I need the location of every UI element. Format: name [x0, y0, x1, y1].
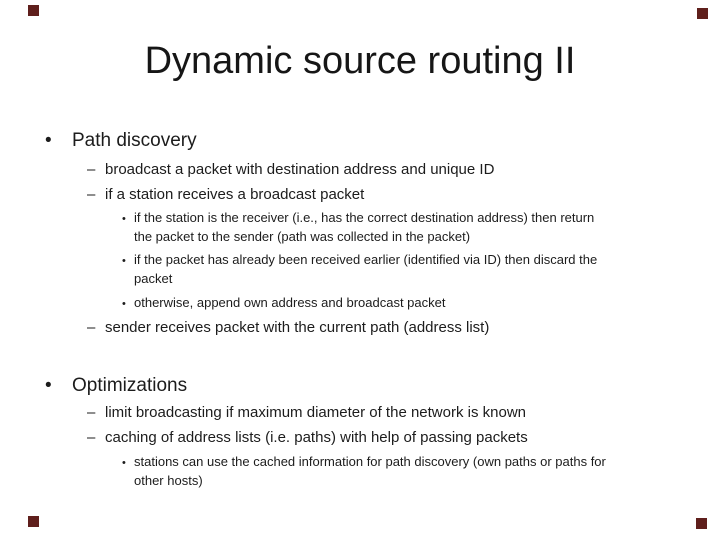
bullet-item-packet-already-received: • if the packet has already been receive…	[122, 250, 597, 288]
item-text-line: the packet to the sender (path was colle…	[134, 229, 471, 244]
dash-icon: –	[87, 319, 96, 336]
item-text: otherwise, append own address and broadc…	[134, 295, 446, 310]
item-text: broadcast a packet with destination addr…	[105, 161, 495, 178]
bullet-item-otherwise-append: • otherwise, append own address and broa…	[122, 293, 445, 314]
item-text-line: if the station is the receiver (i.e., ha…	[134, 210, 595, 225]
bullet-icon: •	[45, 375, 52, 396]
bullet-item-stations-cached-info: • stations can use the cached informatio…	[122, 452, 606, 490]
dash-icon: –	[87, 404, 96, 421]
bullet-icon: •	[122, 457, 126, 469]
dash-icon: –	[87, 429, 96, 446]
bullet-item-path-discovery: • Path discovery	[45, 129, 197, 153]
dash-icon: –	[87, 186, 96, 203]
slide-title: Dynamic source routing II	[144, 40, 576, 82]
item-text-line: packet	[134, 271, 173, 286]
bullet-icon: •	[122, 255, 126, 267]
item-text: sender receives packet with the current …	[105, 319, 490, 336]
item-text: caching of address lists (i.e. paths) wi…	[105, 429, 528, 446]
corner-mark-top-right	[697, 8, 708, 19]
item-text: limit broadcasting if maximum diameter o…	[105, 404, 526, 421]
bullet-item-caching: – caching of address lists (i.e. paths) …	[87, 429, 528, 448]
item-text-line: if the packet has already been received …	[134, 252, 598, 267]
bullet-item-station-receives: – if a station receives a broadcast pack…	[87, 186, 364, 205]
bullet-item-station-is-receiver: • if the station is the receiver (i.e., …	[122, 208, 594, 246]
corner-mark-bottom-left	[28, 516, 39, 527]
bullet-item-broadcast: – broadcast a packet with destination ad…	[87, 161, 494, 180]
dash-icon: –	[87, 161, 96, 178]
bullet-icon: •	[122, 298, 126, 310]
item-text: Path discovery	[72, 130, 197, 151]
item-text: if a station receives a broadcast packet	[105, 186, 365, 203]
corner-mark-top-left	[28, 5, 39, 16]
item-text: Optimizations	[72, 375, 188, 396]
item-text-line: other hosts)	[134, 473, 203, 488]
bullet-icon: •	[45, 130, 52, 151]
item-text-line: stations can use the cached information …	[134, 454, 606, 469]
bullet-icon: •	[122, 213, 126, 225]
bullet-item-optimizations: • Optimizations	[45, 374, 187, 398]
bullet-item-limit-broadcasting: – limit broadcasting if maximum diameter…	[87, 404, 526, 423]
corner-mark-bottom-right	[696, 518, 707, 529]
bullet-item-sender-receives: – sender receives packet with the curren…	[87, 319, 489, 338]
